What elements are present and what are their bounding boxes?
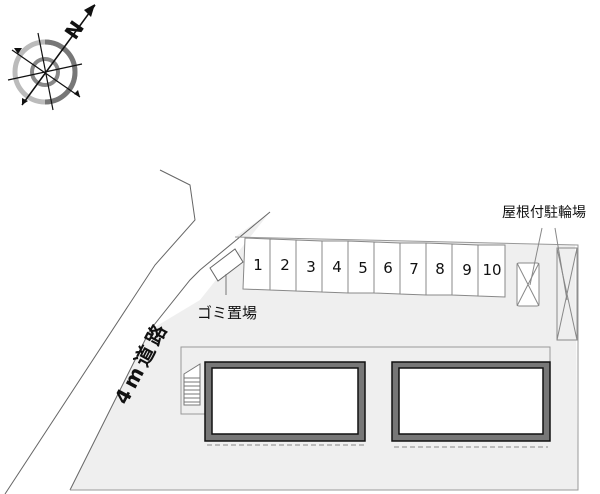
bicycle-parking-label: 屋根付駐輪場 [502, 205, 586, 221]
building-frame [180, 346, 551, 415]
road-edge-outer [4, 169, 196, 494]
parking-space-7: 7 [409, 260, 419, 278]
parking-space-6: 6 [383, 259, 393, 277]
building-1 [204, 361, 366, 446]
parking-space-3: 3 [306, 258, 316, 276]
garbage-area-label: ゴミ置場 [197, 304, 258, 322]
stairs [183, 363, 201, 406]
north-arrow-compass-icon [7, 4, 96, 111]
road-edge-inner [69, 211, 271, 491]
parking-space-8: 8 [435, 260, 445, 278]
garbage-area [209, 248, 244, 282]
parking-space-4: 4 [332, 258, 342, 276]
parking-space-5: 5 [358, 259, 368, 277]
lot-boundary [70, 236, 579, 491]
parking-strip [242, 237, 506, 298]
parking-space-10: 10 [482, 261, 502, 279]
bicycle-parking [516, 227, 578, 341]
parking-space-2: 2 [280, 256, 290, 274]
parking-space-9: 9 [462, 261, 472, 279]
building-2 [391, 361, 551, 448]
parking-space-1: 1 [253, 256, 263, 274]
